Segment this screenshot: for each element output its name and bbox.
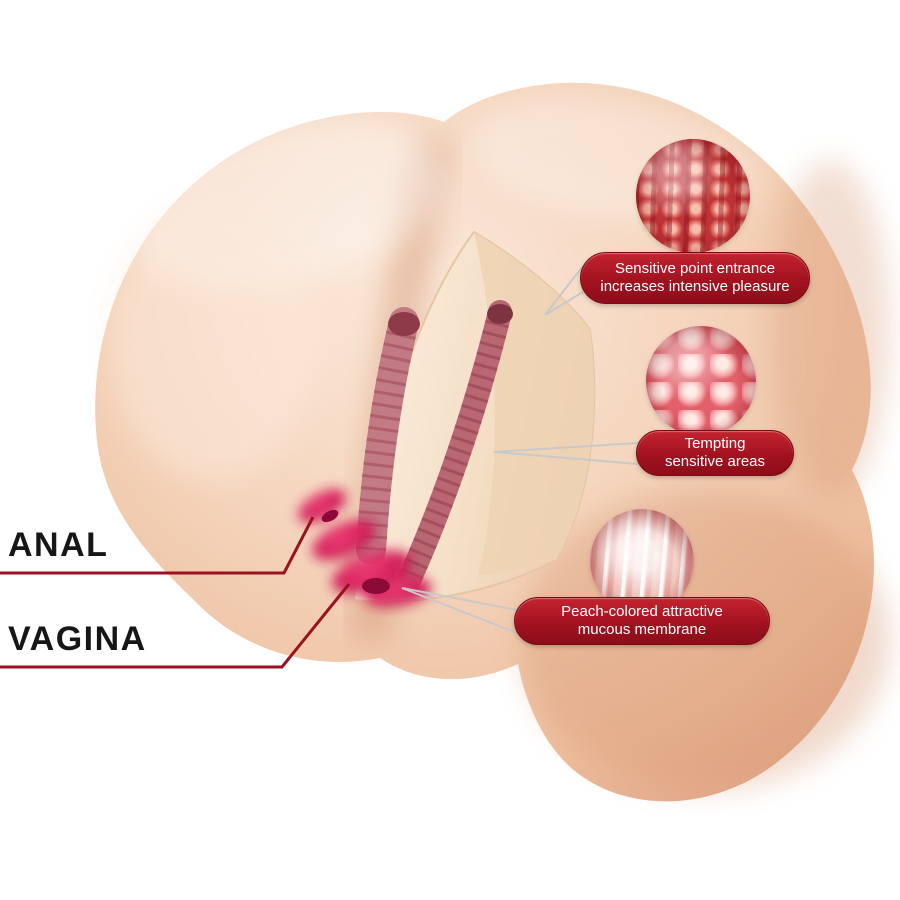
inner-canal-left bbox=[356, 307, 420, 565]
cutaway-section bbox=[352, 230, 596, 603]
detail-inset-mucous-membrane bbox=[590, 509, 694, 613]
callout-leader-lines bbox=[401, 265, 639, 634]
detail-inset-sensitive-point bbox=[636, 139, 750, 253]
entrance-detail-dark bbox=[321, 509, 390, 594]
callout-sensitive-point-line1: Sensitive point entrance bbox=[614, 259, 776, 277]
callout-sensitive-point-line2: increases intensive pleasure bbox=[600, 278, 790, 295]
inner-canal-right bbox=[398, 300, 513, 590]
callout-tempting-areas: Tempting sensitive areas bbox=[636, 430, 794, 476]
callout-mucous-membrane-line2: mucous membrane bbox=[577, 621, 707, 638]
callout-tempting-areas-line2: sensitive areas bbox=[664, 453, 766, 470]
label-pointer-lines bbox=[0, 516, 351, 669]
callout-sensitive-point: Sensitive point entrance increases inten… bbox=[580, 252, 810, 304]
label-vagina: VAGINA bbox=[8, 620, 147, 658]
callout-mucous-membrane-line1: Peach-colored attractive bbox=[561, 602, 723, 620]
callout-mucous-membrane: Peach-colored attractive mucous membrane bbox=[514, 597, 770, 645]
label-anal: ANAL bbox=[8, 526, 109, 564]
callout-tempting-areas-line1: Tempting bbox=[684, 434, 746, 452]
detail-inset-tempting-areas bbox=[646, 326, 756, 436]
entrance-detail bbox=[298, 489, 432, 607]
